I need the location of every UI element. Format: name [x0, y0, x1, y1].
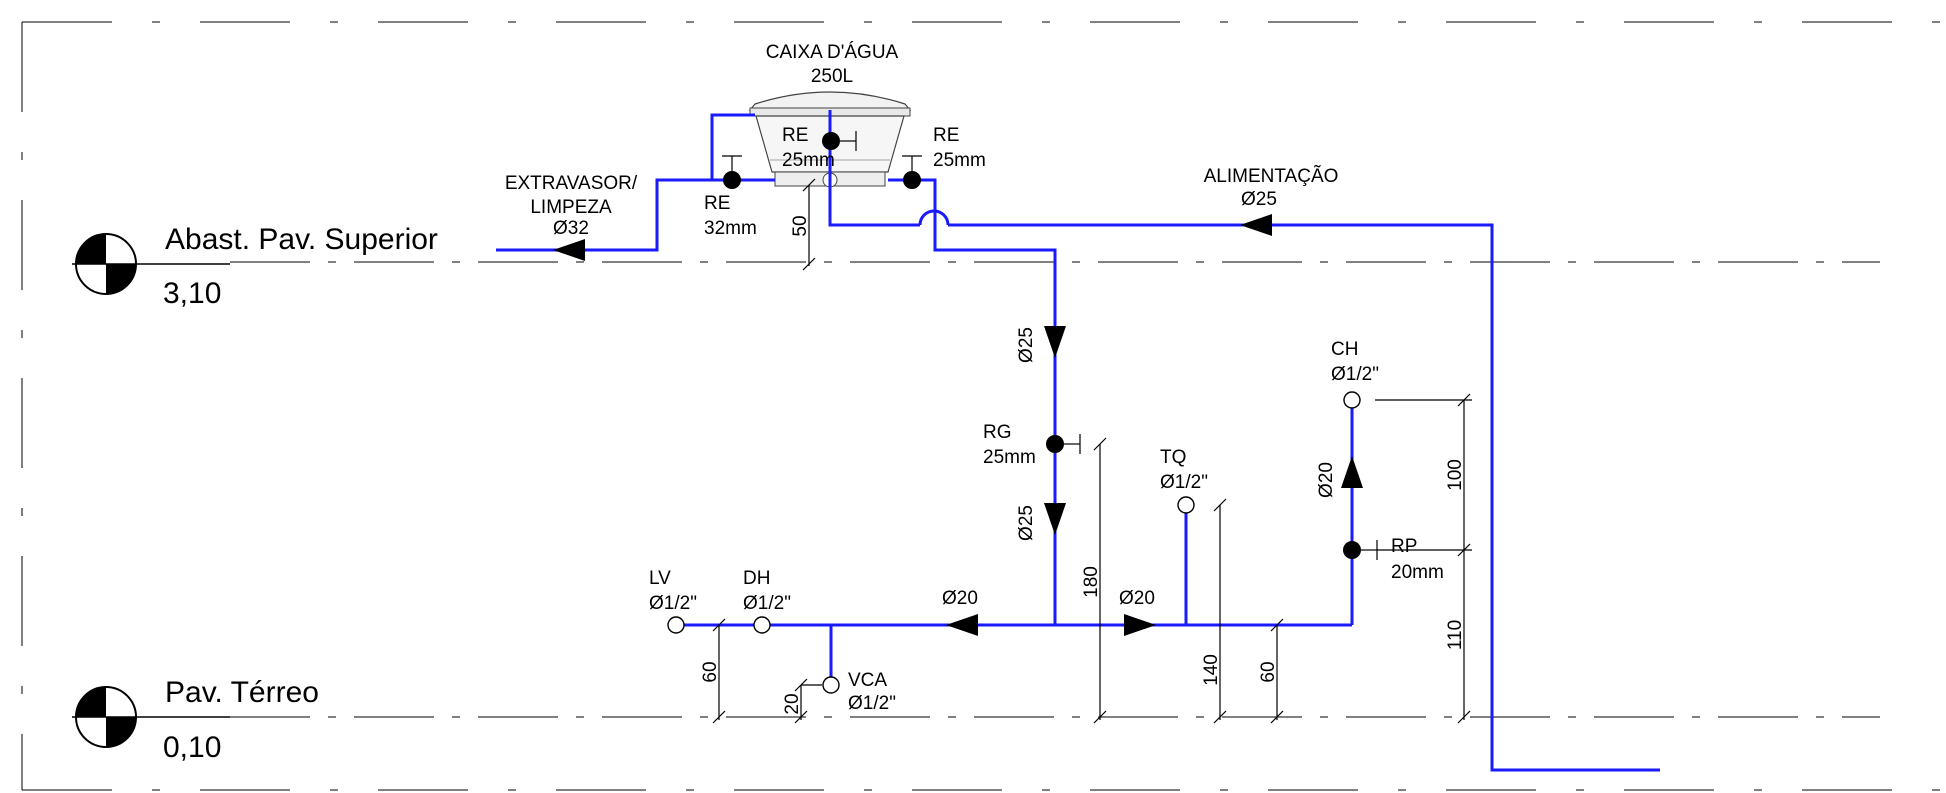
lv-name: LV	[649, 568, 671, 589]
ground-level-value: 0,10	[163, 731, 221, 764]
distribution-pipe	[888, 178, 1057, 625]
outlet-lv-icon	[667, 616, 685, 634]
valve-re-right-icon	[902, 155, 922, 189]
lv-diameter: Ø1/2"	[649, 593, 697, 614]
dimension-lines	[712, 178, 1472, 724]
ground-level-name: Pav. Térreo	[165, 676, 319, 709]
upper-level-name: Abast. Pav. Superior	[165, 223, 438, 256]
flow-arrow-down1	[1044, 326, 1066, 358]
dimension-110: 110	[1445, 620, 1466, 650]
supply-diameter: Ø25	[1241, 189, 1277, 210]
flow-arrow-right-branch	[1124, 614, 1156, 636]
flow-arrow-supply	[1240, 214, 1272, 236]
ch-riser-diameter: Ø20	[1316, 462, 1337, 498]
tank-title: CAIXA D'ÁGUA	[766, 42, 899, 63]
re-inner-size: 25mm	[782, 150, 835, 171]
upper-level-marker	[72, 233, 230, 295]
tq-name: TQ	[1160, 447, 1186, 468]
flow-arrow-overflow	[553, 239, 585, 261]
supply-pipe	[948, 223, 1660, 772]
dimension-20: 20	[782, 693, 803, 714]
ch-diameter: Ø1/2"	[1331, 364, 1379, 385]
overflow-label-line1: EXTRAVASOR/	[505, 173, 638, 194]
re-inner-name: RE	[782, 125, 808, 146]
valve-rg-icon	[1046, 434, 1081, 454]
re-right-name: RE	[933, 125, 959, 146]
dh-name: DH	[743, 568, 770, 589]
outlet-vca-icon	[822, 676, 840, 694]
supply-label: ALIMENTAÇÃO	[1204, 165, 1339, 187]
dh-diameter: Ø1/2"	[743, 593, 791, 614]
flow-arrow-left-branch	[946, 614, 978, 636]
branch-right-diameter: Ø20	[1119, 588, 1155, 609]
valve-re-left-icon	[722, 155, 742, 189]
overflow-label-line2: LIMPEZA	[530, 197, 612, 218]
dimension-140: 140	[1201, 654, 1222, 686]
dimension-50: 50	[790, 215, 811, 236]
tank-capacity: 250L	[811, 66, 853, 87]
re-left-name: RE	[704, 193, 730, 214]
dimension-100: 100	[1445, 459, 1466, 491]
upper-level-value: 3,10	[163, 277, 221, 310]
dimension-180: 180	[1081, 566, 1102, 598]
vca-diameter: Ø1/2"	[848, 693, 896, 714]
outlet-tq-icon	[1177, 496, 1195, 514]
valve-re-inner-icon	[822, 131, 857, 151]
rp-name: RP	[1391, 536, 1417, 557]
rg-name: RG	[983, 422, 1012, 443]
dimension-60-left: 60	[700, 661, 721, 682]
pipe-network	[496, 110, 1660, 772]
down2-diameter: Ø25	[1016, 505, 1037, 541]
ground-level-marker	[72, 686, 230, 748]
flow-arrow-ch-riser	[1341, 456, 1363, 488]
vca-name: VCA	[848, 670, 887, 691]
overflow-diameter: Ø32	[553, 218, 589, 239]
down1-diameter: Ø25	[1016, 327, 1037, 363]
dimension-60-right: 60	[1258, 661, 1279, 682]
overflow-vent-pipe	[710, 113, 755, 180]
re-right-size: 25mm	[933, 150, 986, 171]
ch-name: CH	[1331, 339, 1358, 360]
outlet-ch-icon	[1343, 391, 1361, 409]
branch-left-diameter: Ø20	[942, 588, 978, 609]
flow-arrow-down2	[1044, 503, 1066, 535]
rg-size: 25mm	[983, 447, 1036, 468]
outlet-dh-icon	[753, 616, 771, 634]
tq-diameter: Ø1/2"	[1160, 472, 1208, 493]
re-left-size: 32mm	[704, 218, 757, 239]
valve-rp-icon	[1343, 540, 1378, 560]
rp-size: 20mm	[1391, 562, 1444, 583]
